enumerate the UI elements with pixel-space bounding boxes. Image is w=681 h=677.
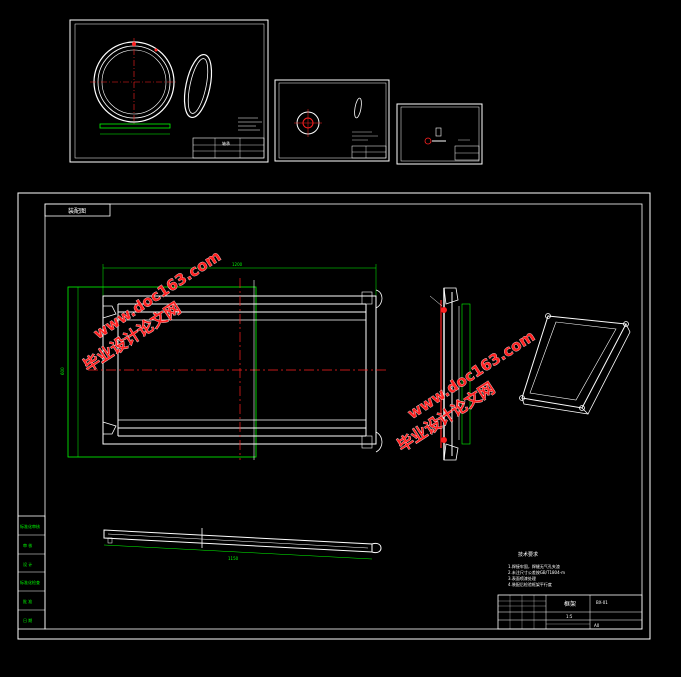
side-table-cell-5: 日 期: [23, 617, 32, 623]
sheet1-notes: [238, 117, 262, 131]
title-code: BX-01: [596, 600, 608, 605]
watermark-1: 毕业设计论文网 www.doc163.com: [80, 247, 225, 376]
main-title-block: 框架 BX-01 A0 1:5: [497, 594, 643, 630]
watermark-2: 毕业设计论文网 www.doc163.com: [394, 327, 539, 456]
side-table-cell-1: 审 核: [23, 542, 32, 548]
title-sheet-size: A0: [594, 623, 600, 628]
sheet1-ring-side-view: [183, 53, 213, 119]
sheet2-notes: [352, 131, 378, 141]
main-tag-text: 装配图: [68, 207, 86, 215]
tech-heading: 技术要求: [518, 551, 538, 558]
title-scale: 1:5: [566, 614, 573, 619]
main-side-table: 标准化审核 审 核 设 计 标准化检查 批 准 日 期: [17, 515, 46, 630]
sheet3-pin-view: [424, 127, 446, 145]
sheet1-title-block: 轴承: [192, 137, 265, 159]
main-assembly-sheet[interactable]: [17, 192, 651, 640]
dim-overall-height: 600: [60, 367, 65, 375]
front-view-frame: 1200 600: [60, 262, 388, 460]
sheet3-title-block: [454, 139, 480, 161]
isometric-view-frame: [519, 313, 631, 415]
sheet2-gasket-view: [294, 97, 362, 137]
tech-line-2: 3.表面喷漆处理: [508, 575, 536, 581]
side-table-cell-4: 批 准: [23, 598, 32, 604]
sheet2-thumbnail[interactable]: [274, 79, 390, 162]
sheet1-title: 轴承: [222, 140, 230, 146]
tech-line-3: 4.装配后检验框架平行度: [508, 581, 552, 587]
sheet1-ring-front-view: [90, 38, 178, 126]
side-view-frame: [429, 287, 471, 461]
dim-bar-length: 1150: [228, 556, 239, 561]
side-table-cell-0: 标准化审核: [20, 523, 40, 529]
sheet1-thumbnail[interactable]: 轴承: [69, 19, 269, 163]
title-part-name: 框架: [564, 600, 576, 608]
sheet3-thumbnail[interactable]: [396, 103, 483, 165]
sheet2-title-block: [351, 145, 387, 159]
tech-line-0: 1.焊接牢固，焊缝无气孔夹渣: [508, 563, 560, 569]
tech-requirements: 技术要求 1.焊接牢固，焊缝无气孔夹渣 2.未注尺寸公差按GB/T1804-m …: [508, 551, 565, 587]
side-table-cell-3: 标准化检查: [20, 579, 40, 585]
main-top-left-tag: 装配图: [44, 203, 111, 217]
tech-line-1: 2.未注尺寸公差按GB/T1804-m: [508, 569, 565, 575]
side-table-cell-2: 设 计: [23, 561, 32, 567]
bar-view: 1150: [103, 528, 382, 561]
dim-overall-width: 1200: [232, 262, 243, 267]
